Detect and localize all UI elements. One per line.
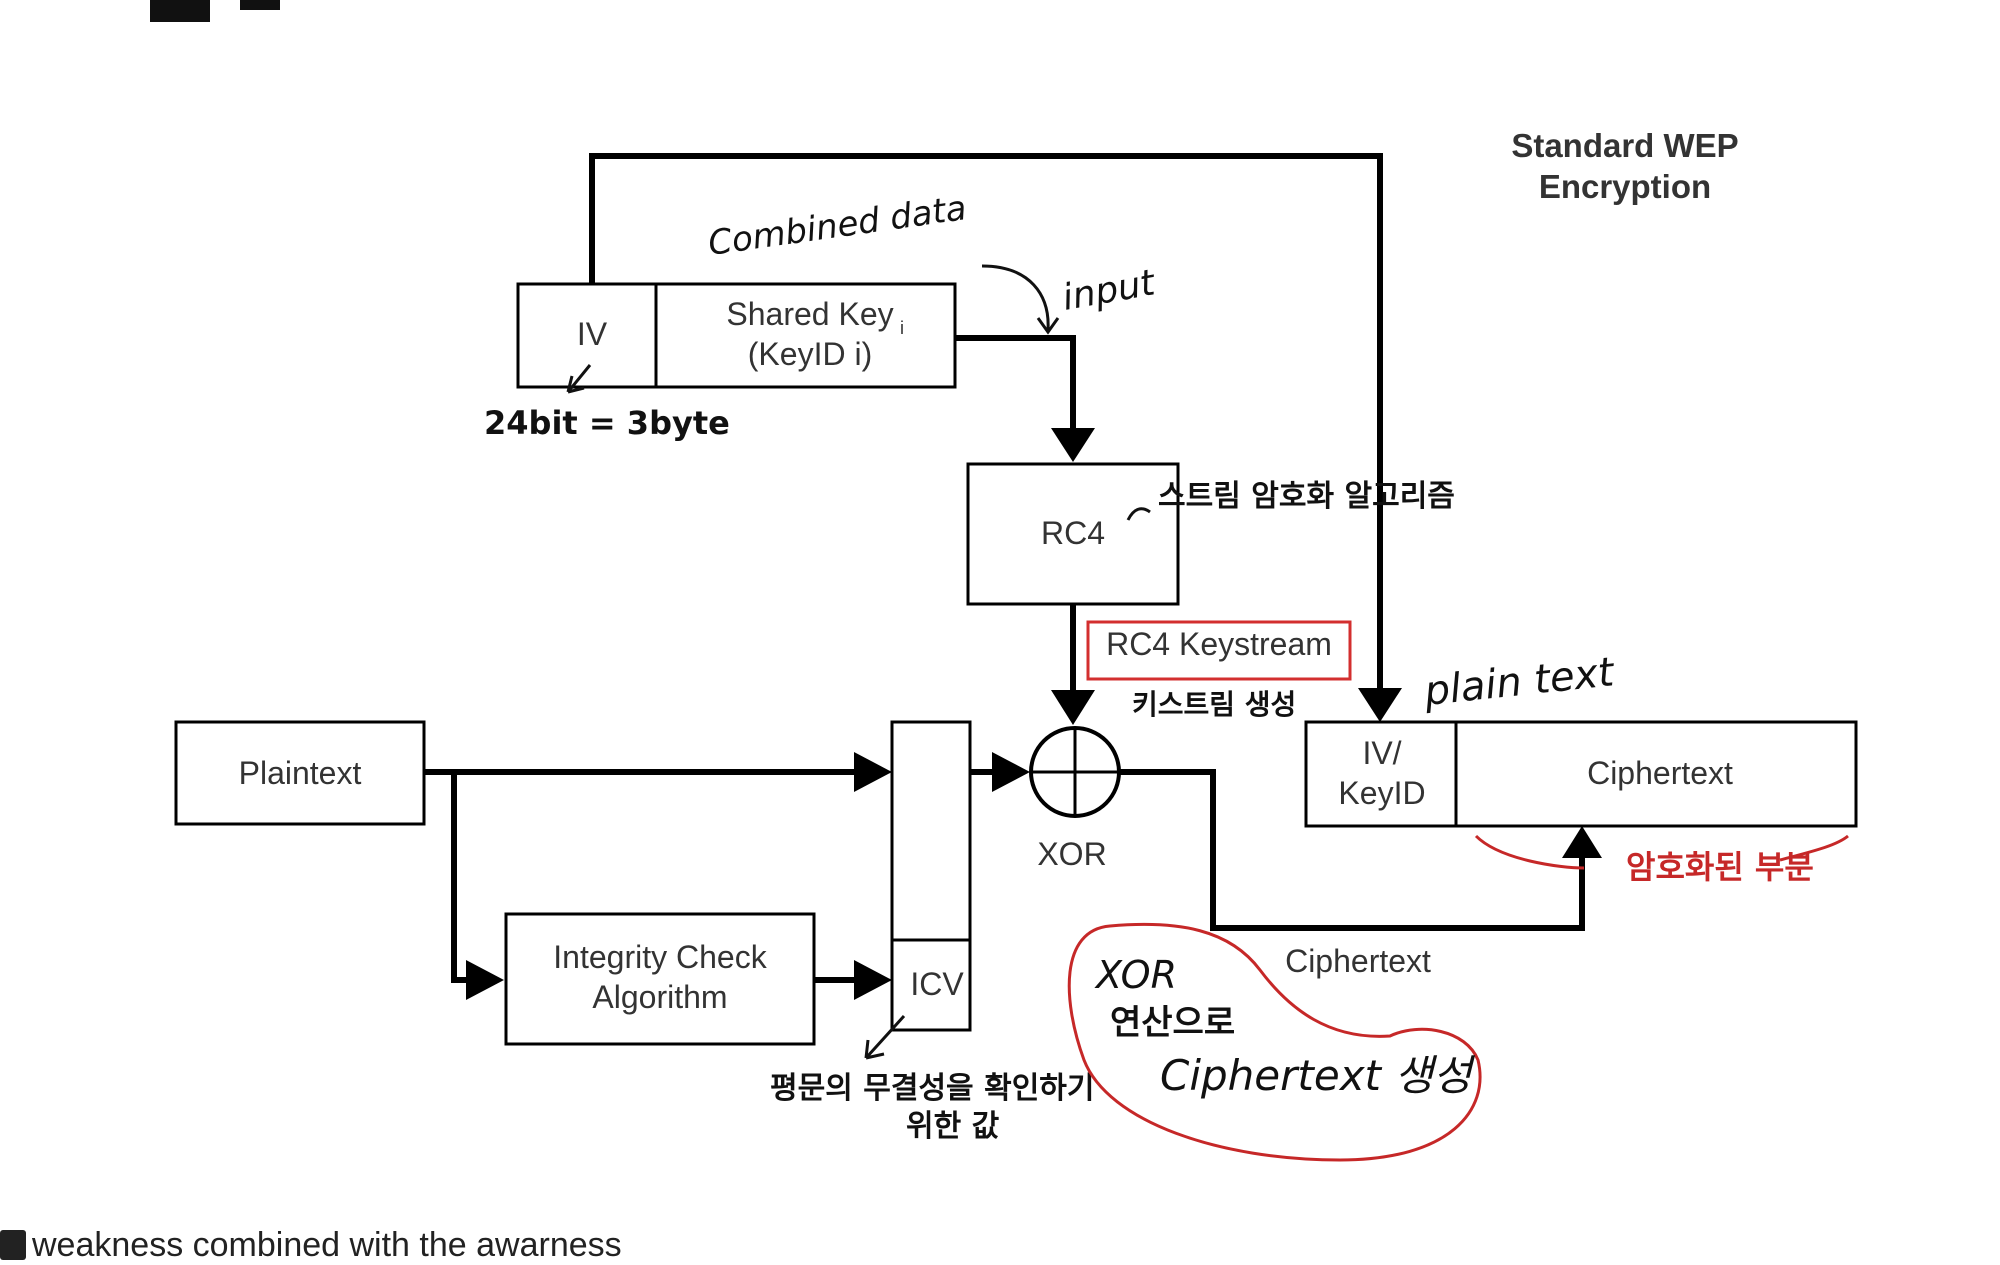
integrity-to-icv-arrowhead: [854, 960, 892, 1000]
plaintext-to-integrity-arrowhead: [466, 960, 504, 1000]
rc4-label: RC4: [1041, 515, 1105, 551]
iv-bypass-arrowhead: [1358, 688, 1402, 722]
shared-key-subscript: i: [900, 318, 904, 338]
annotation-keystream-gen: 키스트림 생성: [1132, 688, 1296, 721]
plaintext-label: Plaintext: [239, 755, 362, 791]
output-box: [1304, 720, 1858, 828]
annotation-rc4-tick: [1126, 507, 1151, 521]
footer-partial-text: weakness combined with the awarness: [32, 1226, 622, 1264]
iv-bypass-line: [589, 153, 1383, 712]
annotation-xor-note-line1: XOR: [1094, 953, 1177, 997]
key-to-rc4-arrowhead: [1051, 428, 1095, 462]
rc4-box: [966, 462, 1180, 606]
icv-label: ICV: [910, 966, 964, 1002]
plaintext-icv-concat-box: [890, 720, 972, 1032]
annotation-xor-note-circle: [1067, 922, 1482, 1162]
integrity-line1: Integrity Check: [553, 939, 767, 975]
iv-label: IV: [577, 316, 608, 352]
annotation-iv-size: 24bit = 3byte: [484, 404, 730, 442]
annotation-encrypted-part: 암호화된 부분: [1626, 848, 1814, 886]
shared-key-label: Shared Key: [726, 296, 893, 332]
partial-heading-fragment-2: [240, 0, 280, 10]
iv-sharedkey-box: [516, 282, 957, 389]
keyid-label: (KeyID i): [748, 336, 872, 372]
annotation-icv-note-line1: 평문의 무결성을 확인하기: [770, 1071, 1095, 1106]
annotation-iv-arrow: [566, 364, 592, 394]
key-to-rc4-line: [955, 335, 1076, 430]
diagram-title-line1: Standard WEP: [1511, 127, 1738, 164]
annotation-input: input: [1059, 262, 1159, 319]
ciphertext-arrow-label: Ciphertext: [1285, 943, 1431, 979]
annotation-input-arrow: [981, 264, 1050, 331]
annotation-red-bracket-right: [1779, 834, 1849, 862]
annotation-input-arrowhead: [1036, 317, 1060, 335]
keystream-highlight: [1086, 620, 1352, 681]
annotation-stream-cipher: 스트림 암호화 알고리즘: [1158, 479, 1455, 514]
bullet-marker: [0, 1230, 26, 1260]
plaintext-to-integrity-line: [451, 772, 470, 983]
diagram-title-line2: Encryption: [1539, 168, 1711, 205]
rc4-keystream-label: RC4 Keystream: [1106, 626, 1332, 662]
annotation-red-bracket-left: [1474, 834, 1585, 870]
annotation-icv-note-line2: 위한 값: [906, 1109, 1000, 1144]
xor-label: XOR: [1037, 836, 1106, 872]
annotation-plain-text: plain text: [1421, 649, 1617, 715]
xor-to-ciphertext-arrowhead: [1562, 826, 1602, 858]
out-ciphertext-label: Ciphertext: [1587, 755, 1733, 791]
annotation-xor-note-line2: 연산으로: [1110, 1003, 1235, 1043]
rc4-to-xor-arrowhead: [1051, 690, 1095, 725]
annotation-xor-note-line3: Ciphertext 생성: [1160, 1051, 1476, 1100]
partial-heading-fragment: [150, 0, 210, 22]
annotation-combined-data: Combined data: [706, 188, 969, 264]
concat-to-xor-arrowhead: [992, 752, 1030, 792]
out-iv-line1: IV/: [1362, 735, 1401, 771]
plaintext-to-concat-arrowhead: [854, 752, 892, 792]
out-iv-line2: KeyID: [1338, 775, 1425, 811]
xor-to-ciphertext-line: [1119, 769, 1585, 931]
annotation-icv-arrow: [864, 1014, 906, 1060]
integrity-line2: Algorithm: [592, 979, 727, 1015]
